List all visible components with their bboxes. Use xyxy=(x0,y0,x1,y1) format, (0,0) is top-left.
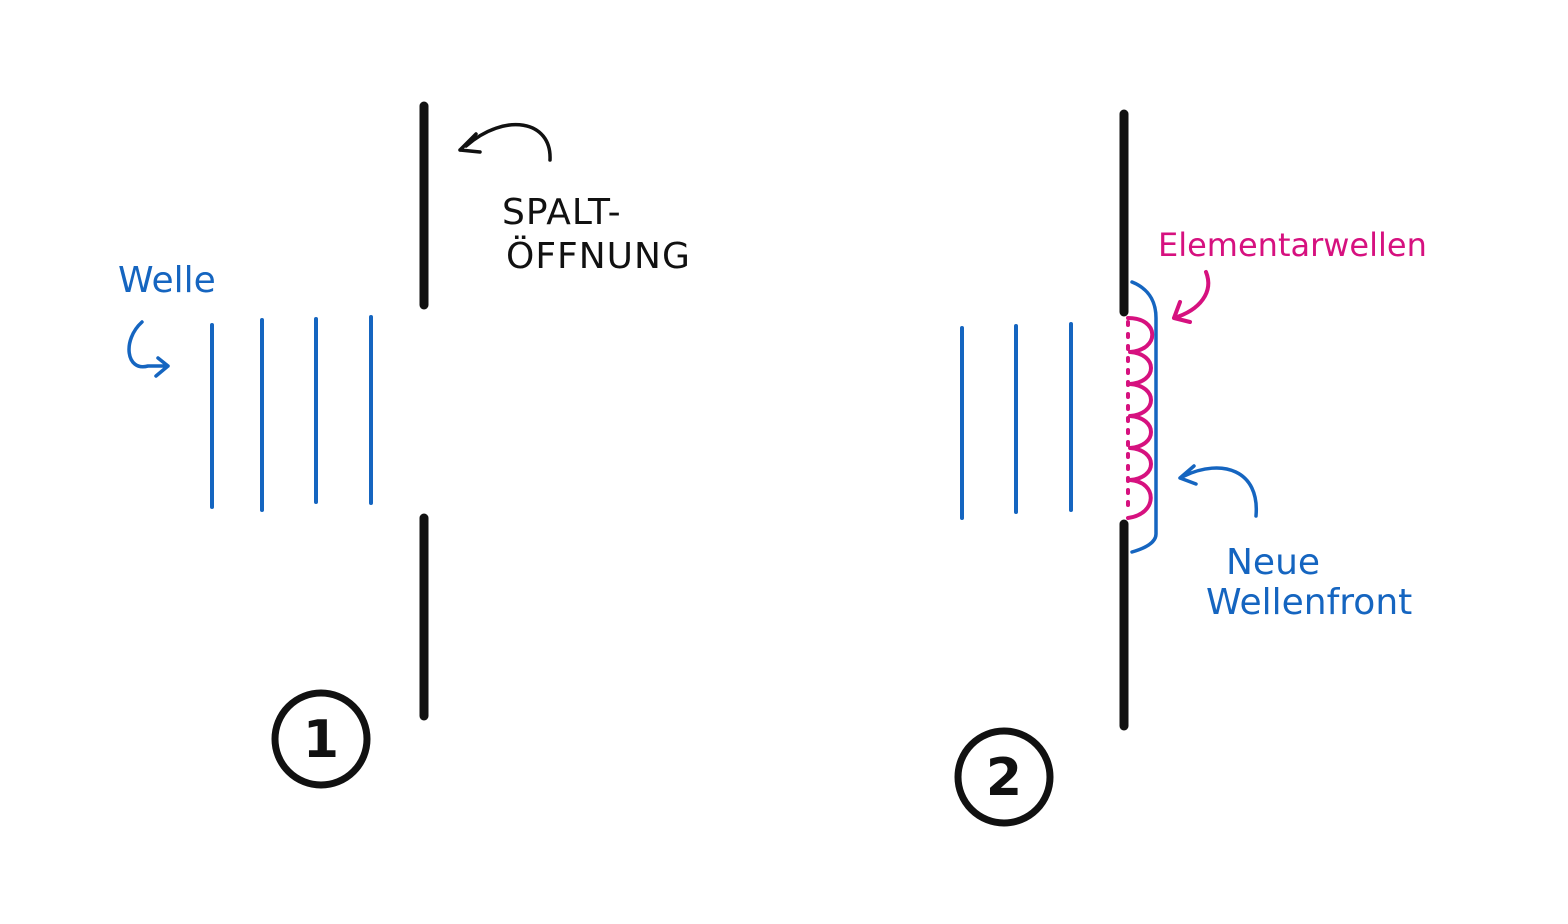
wave-label: Welle xyxy=(118,260,216,301)
slit-label-line1: SPALT- xyxy=(502,192,622,233)
wave-arrow-icon xyxy=(127,320,170,378)
panel-number: 1 xyxy=(303,710,339,770)
panel-number: 2 xyxy=(986,748,1022,808)
panel-number-circle xyxy=(954,727,1054,827)
incoming-wavefronts xyxy=(210,315,373,512)
incoming-wavefronts xyxy=(960,320,1130,520)
slit-arrow-icon xyxy=(458,122,552,162)
panel-1: Welle SPALT- ÖFFNUNG 1 xyxy=(118,101,691,789)
panel-number-circle xyxy=(271,689,371,789)
new-wavefront xyxy=(1130,280,1158,554)
elementary-arrow-icon xyxy=(1172,270,1211,324)
new-wavefront-label-line2: Wellenfront xyxy=(1206,582,1412,623)
new-wavefront-label-line1: Neue xyxy=(1226,542,1320,583)
elementary-waves xyxy=(1126,316,1155,520)
slit-label-line2: ÖFFNUNG xyxy=(506,235,691,277)
panel-2: Elementarwellen Neue Wellenfront 2 xyxy=(954,109,1427,827)
elementary-waves-label: Elementarwellen xyxy=(1158,226,1427,264)
wavefront-arrow-icon xyxy=(1178,464,1258,518)
